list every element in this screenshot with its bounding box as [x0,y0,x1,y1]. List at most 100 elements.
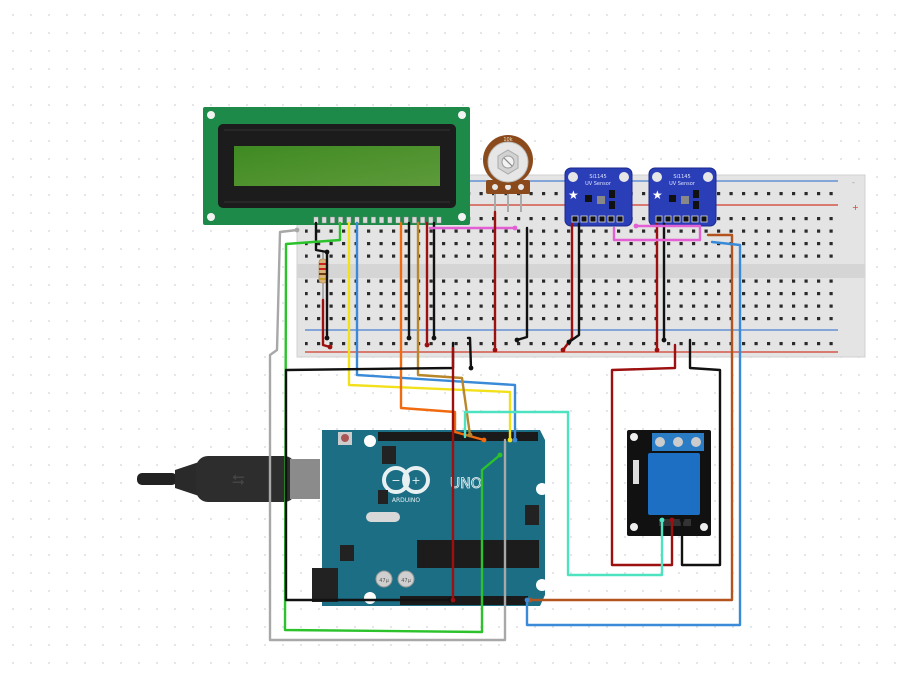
lcd-pin[interactable] [321,216,327,224]
sensor-pin[interactable] [655,215,663,223]
sensor-pin[interactable] [682,215,690,223]
relay-body [648,453,700,515]
wire-endpoint [294,227,300,233]
lcd-pin[interactable] [403,216,409,224]
digital-header [378,432,538,441]
wire-endpoint [450,597,456,603]
wire-relay-red[interactable] [610,343,677,567]
wire-endpoint [560,347,566,353]
wire-endpoint [669,517,675,523]
lcd-screen [234,146,440,186]
wire-endpoint [492,347,498,353]
sensor-pin[interactable] [664,215,672,223]
wire-endpoint [524,597,530,603]
wire-lcd-vcc-green[interactable] [283,221,502,634]
wire-lcd-rs-yellow[interactable] [347,221,512,442]
wire-pot-black[interactable] [515,226,529,342]
lcd-pin[interactable] [371,216,376,224]
usb-plug [196,456,296,502]
resistor [318,252,328,300]
lcd-pin[interactable] [330,216,335,224]
wire-sensor-brown[interactable] [528,233,734,602]
svg-text:+: + [411,474,420,487]
wire-lcd-d4-right-black[interactable] [466,336,473,370]
wire-endpoint [481,437,487,443]
wire-endpoint [406,335,412,341]
mount-hole [536,579,548,591]
power-analog-header [400,596,528,605]
wire-endpoint [424,342,430,348]
sensor-pin[interactable] [616,215,624,223]
mount-hole [364,592,376,604]
lcd-pin[interactable] [395,216,401,224]
lcd-mount-hole [207,213,215,221]
wire-endpoint [633,223,639,229]
wire-lcd-gnd[interactable] [314,221,329,254]
lcd-mount-hole [458,213,466,221]
wire-endpoint [431,335,437,341]
arduino-uno: − + ARDUINO UNO 47µ 47µ [312,430,548,606]
wire-endpoint [566,339,572,345]
lcd-pin[interactable] [379,216,384,224]
wire-sensor-blue[interactable] [525,240,742,627]
wire-gray-5v[interactable] [268,228,507,642]
sensor-pin[interactable] [691,215,699,223]
sensor-title: Si1145 [673,174,690,180]
lcd-pin[interactable] [412,216,417,224]
lcd-pin[interactable] [387,216,393,224]
relay-pins [659,519,691,526]
sensor-title: Si1145 [589,174,606,180]
mount-hole [364,435,376,447]
wire-lcd-d6-brown[interactable] [416,221,472,437]
wire-endpoint [659,517,665,523]
sensor-pin[interactable] [700,215,708,223]
lcd-mount-hole [207,111,215,119]
cap-label: 47µ [379,578,389,584]
sensor-pin[interactable] [607,215,615,223]
lcd-display [203,107,470,225]
sensor-pin[interactable] [598,215,606,223]
wire-endpoint [497,452,503,458]
wire-endpoint [512,225,518,231]
star-icon: ★ [652,188,663,202]
terminal-bottom-holes [305,278,835,328]
usb-cable: ⮀ [137,456,320,502]
center-channel [297,264,865,278]
lcd-pin[interactable] [420,216,425,224]
wire-endpoint [324,335,330,341]
sensor-pin[interactable] [571,215,579,223]
lcd-pin[interactable] [362,216,368,224]
star-icon: ★ [568,188,579,202]
wire-relay-signal-cyan[interactable] [463,410,664,577]
rail-minus-label: - [852,178,855,187]
potentiometer: 10k [483,135,533,212]
wire-endpoint [468,365,474,371]
sensor-pin[interactable] [589,215,597,223]
power-jack [312,568,338,602]
wire-res-red[interactable] [321,298,332,349]
lcd-mount-hole [458,111,466,119]
wire-endpoint [327,344,333,350]
arduino-model: UNO [450,476,482,492]
wire-sen1-red[interactable] [561,222,574,352]
sensor-pin[interactable] [580,215,588,223]
usb-port [290,459,320,499]
sensor-pin[interactable] [673,215,681,223]
wire-sen-pink[interactable] [612,224,702,242]
lcd-pin[interactable] [428,216,434,224]
sensor-subtitle: UV Sensor [585,181,612,187]
wire-endpoint [467,432,473,438]
arduino-brand: ARDUINO [392,497,421,504]
wire-endpoint [679,517,685,523]
lcd-pin[interactable] [436,216,442,224]
wire-relay-black[interactable] [680,338,722,567]
wire-endpoint [512,437,518,443]
mount-hole [536,483,548,495]
wire-sen1-black[interactable] [567,222,581,344]
cap-label: 47µ [401,578,411,584]
sensor-subtitle: UV Sensor [669,181,696,187]
wire-endpoint [654,347,660,353]
atmega-chip [417,540,539,568]
